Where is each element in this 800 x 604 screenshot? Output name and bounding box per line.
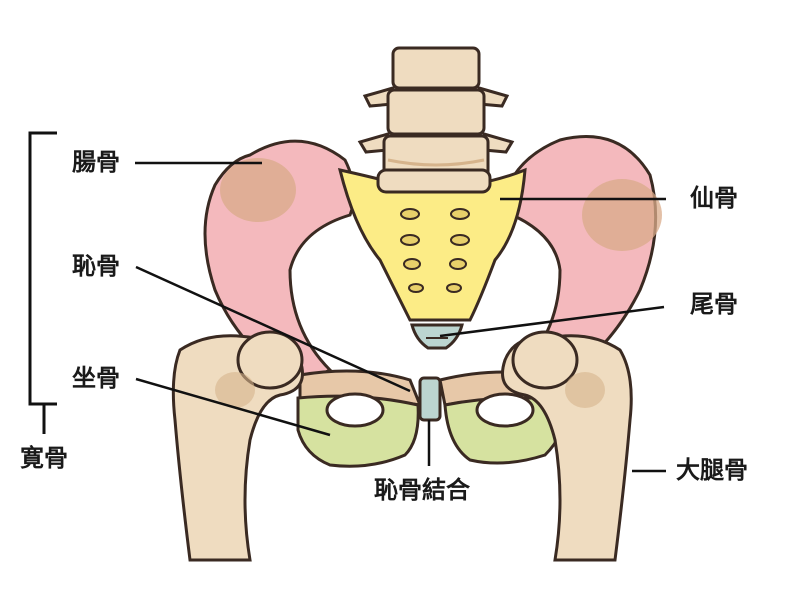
right-femur	[501, 330, 633, 562]
ischium-leader-line	[135, 377, 331, 437]
left-ilium	[203, 139, 356, 387]
coccyx-leader-line	[439, 305, 665, 338]
label-pubic-symphysis: 恥骨結合	[374, 476, 470, 504]
coccyx-bone	[410, 323, 464, 350]
lumbar-vertebrae	[357, 46, 515, 182]
leader-lines	[135, 161, 666, 473]
label-coccyx: 尾骨	[690, 290, 738, 318]
ischium-region	[296, 392, 568, 468]
label-hip-bone: 寛骨	[20, 444, 68, 472]
right-ilium	[498, 135, 662, 382]
label-pubis: 恥骨	[72, 252, 120, 280]
pubic-symphysis-cartilage	[418, 376, 442, 422]
label-ischium: 坐骨	[72, 364, 120, 392]
hip-bone-bracket	[28, 131, 57, 434]
pubis-leader-line	[135, 265, 411, 393]
left-femur	[171, 330, 304, 562]
label-sacrum: 仙骨	[690, 184, 738, 212]
label-ilium: 腸骨	[72, 148, 120, 176]
label-femur: 大腿骨	[676, 456, 748, 484]
sacrum-bone	[337, 167, 527, 322]
